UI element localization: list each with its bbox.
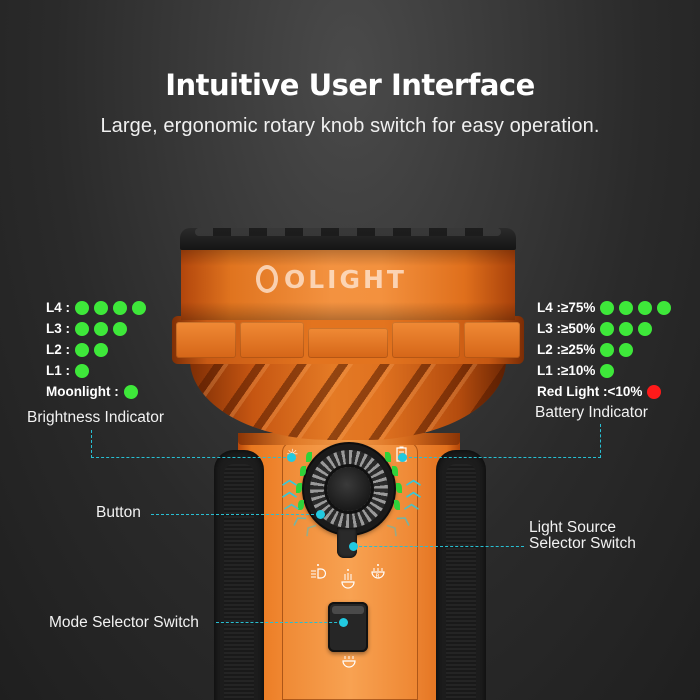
rotate-arrow-icon: ︿ [284,494,300,512]
light-source-label-line1: Light Source [529,519,617,536]
led-green-icon [75,363,90,378]
battery-led [394,500,400,510]
led-green-icon [123,384,138,399]
led-green-icon [75,300,90,315]
callout-line [216,622,342,623]
led-green-icon [619,321,634,336]
legend-row-l4: L4 :≥75% [537,297,672,318]
legend-row-l2: L2 :≥25% [537,339,671,360]
callout-dot [349,542,358,551]
legend-row-l4: L4 : [46,297,147,318]
brightness-indicator-label: Brightness Indicator [27,409,164,426]
led-green-icon [113,300,128,315]
led-red-icon [647,384,662,399]
rotate-arrow-icon: ︿ [282,482,298,500]
legend-row-l3: L3 :≥50% [537,318,671,339]
red-light-icon: R [371,564,385,580]
rotate-arrow-icon: ︿ [404,494,420,512]
button-label: Button [96,504,141,521]
callout-line [91,430,92,458]
led-green-icon [113,321,128,336]
led-green-icon [75,342,90,357]
mode-selector-switch[interactable] [328,602,368,652]
ring-block [176,322,236,358]
brand-logo: OLIGHT [256,262,407,296]
battery-legend: L4 :≥75% L3 :≥50% L2 :≥25% L1 :≥10% Red … [537,297,672,402]
legend-row-moonlight: Moonlight : [46,381,146,402]
led-green-icon [619,342,634,357]
left-grip-outer [214,450,264,700]
floodlight-icon [311,564,327,579]
callout-dot [339,618,348,627]
led-green-icon [638,300,653,315]
battery-led [396,483,402,493]
mode-icon [342,656,356,668]
rotate-arrow-icon: ︿ [282,470,298,488]
spotlight-icon [341,569,355,589]
callout-dot [398,453,407,462]
callout-line [600,424,601,458]
callout-line [151,514,319,515]
led-green-icon [657,300,672,315]
led-green-icon [94,300,109,315]
legend-row-l1: L1 :≥10% [537,360,671,381]
page-subtitle: Large, ergonomic rotary knob switch for … [100,115,600,137]
ring-block [464,322,520,358]
callout-dot [316,510,325,519]
battery-led [385,452,391,462]
rotate-arrow-icon: ︿ [406,470,422,488]
power-button[interactable] [327,467,371,511]
led-green-icon [600,342,615,357]
ring-block [240,322,304,358]
legend-row-l3: L3 : [46,318,146,339]
brightness-led [306,452,312,462]
led-green-icon [75,321,90,336]
ring-block [308,328,388,358]
svg-text:R: R [376,573,380,580]
led-green-icon [619,300,634,315]
led-green-icon [94,321,109,336]
led-green-icon [600,321,615,336]
rotate-arrow-icon: ︿ [406,482,422,500]
led-green-icon [94,342,109,357]
led-green-icon [638,321,653,336]
battery-indicator-label: Battery Indicator [535,404,648,421]
brightness-led [298,500,304,510]
flashlight-head [181,248,515,320]
brightness-legend: L4 : L3 : L2 : L1 : Moonlight : [46,297,147,402]
flashlight-head-bowl [190,360,506,440]
legend-row-l1: L1 : [46,360,146,381]
callout-line [404,457,601,458]
callout-line [91,457,291,458]
legend-row-l2: L2 : [46,339,146,360]
page-title: Intuitive User Interface [165,68,535,102]
legend-row-red-light: Red Light :<10% [537,381,671,402]
led-green-icon [600,300,615,315]
light-source-label-line2: Selector Switch [529,535,636,552]
brightness-led [296,483,302,493]
battery-led [392,466,398,476]
callout-dot [287,453,296,462]
callout-line [354,546,524,547]
led-green-icon [600,363,615,378]
ring-block [392,322,460,358]
led-green-icon [132,300,147,315]
logo-ring-icon [256,265,278,293]
right-grip-outer [436,450,486,700]
mode-selector-label: Mode Selector Switch [49,614,199,631]
bezel-crenellation [195,228,501,236]
brightness-led [300,466,306,476]
